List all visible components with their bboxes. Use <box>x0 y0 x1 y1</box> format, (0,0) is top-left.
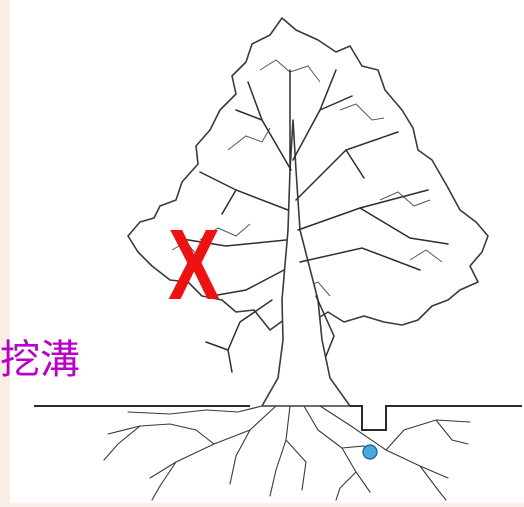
ground-line <box>34 405 522 431</box>
tree-roots <box>103 405 471 501</box>
trench-marker-icon <box>362 444 378 460</box>
illustration-canvas: X <box>10 0 524 503</box>
tree-branches <box>175 69 449 373</box>
tree-canopy <box>127 17 489 331</box>
cross-mark: X <box>168 209 221 321</box>
trench-label: 挖溝 <box>0 337 80 383</box>
tree-illustration <box>34 17 522 501</box>
